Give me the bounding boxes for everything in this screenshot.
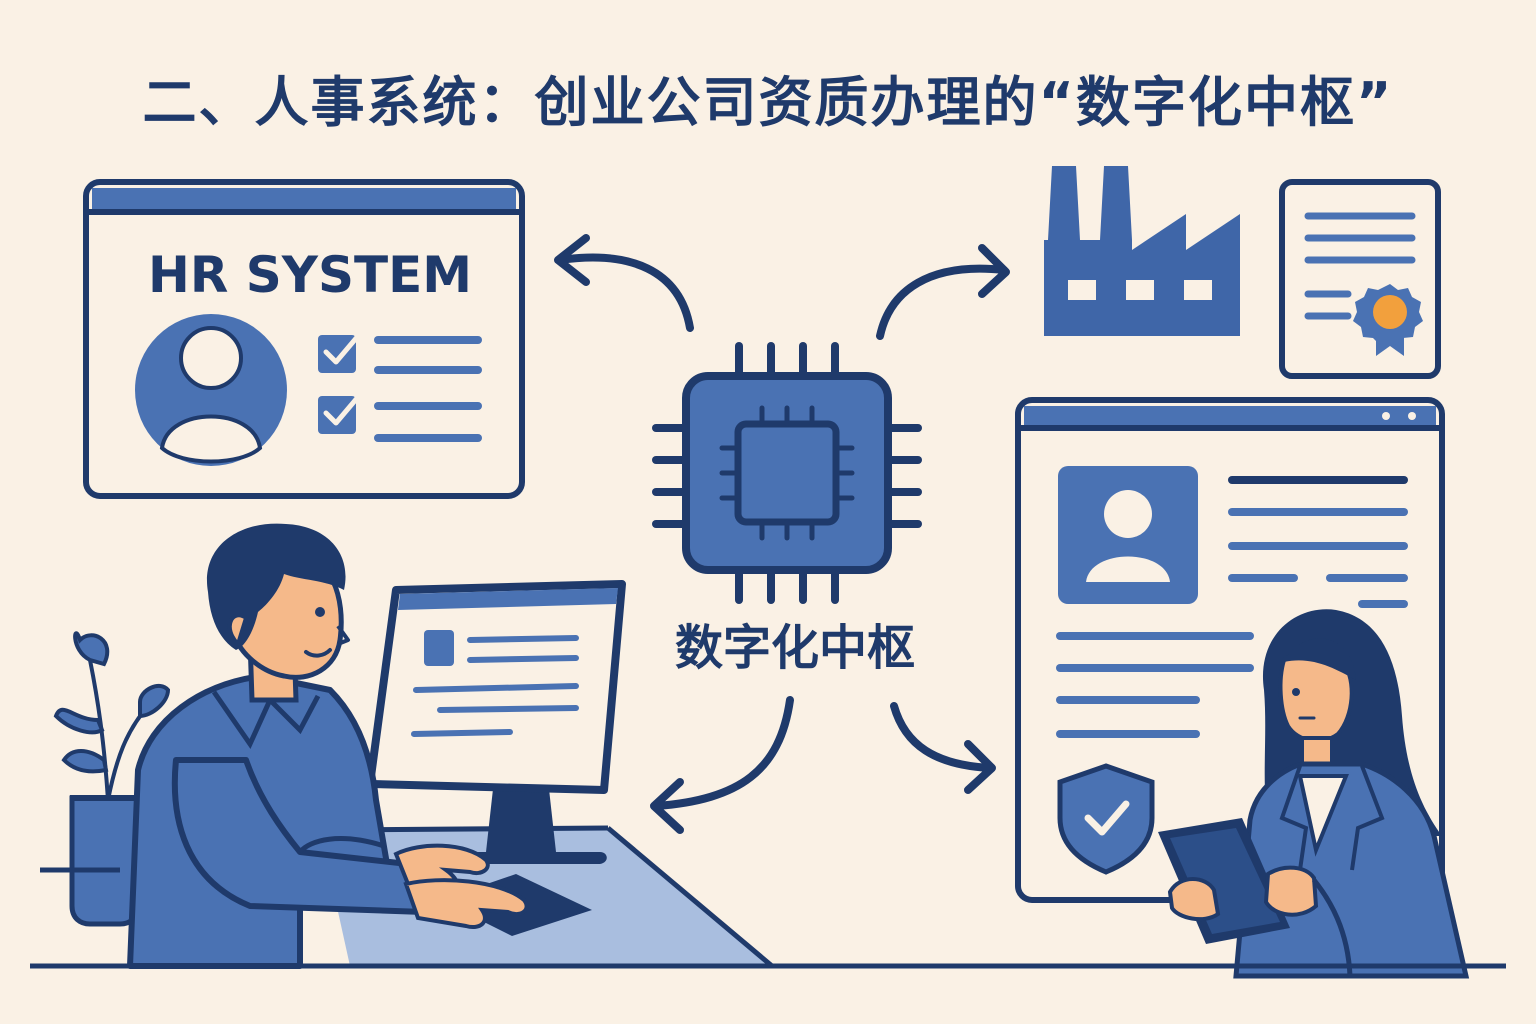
hr-system-heading: HR SYSTEM <box>148 246 472 304</box>
checklist-icon <box>318 333 482 442</box>
potted-plant-icon <box>40 631 171 927</box>
man-at-computer-illustration <box>127 523 592 969</box>
tablet-icon <box>1158 818 1290 944</box>
arrow-to-factory <box>876 244 1010 340</box>
arrow-to-profile <box>890 702 996 794</box>
user-avatar-icon <box>135 314 287 466</box>
certificate-icon <box>1279 179 1441 379</box>
arrow-to-hr-system <box>554 234 694 332</box>
hr-system-window: HR SYSTEM <box>83 179 525 499</box>
shield-check-icon <box>1057 763 1155 875</box>
factory-icon <box>1044 166 1240 336</box>
award-badge-icon <box>1353 284 1423 345</box>
profile-photo-icon <box>1058 466 1198 604</box>
arrow-to-workstation <box>650 696 794 834</box>
hub-label: 数字化中枢 <box>675 620 915 676</box>
chip-hub-icon <box>652 342 922 604</box>
page-title: 二、人事系统：创业公司资质办理的“数字化中枢” <box>142 71 1394 134</box>
woman-with-tablet-illustration <box>1158 609 1470 979</box>
desktop-monitor-icon <box>366 580 626 864</box>
